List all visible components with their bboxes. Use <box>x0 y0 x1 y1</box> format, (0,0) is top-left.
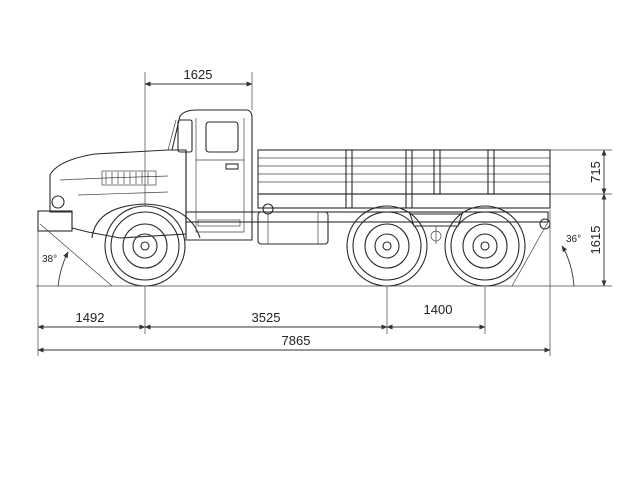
cab-door <box>195 118 245 233</box>
dim-overall-length: 7865 <box>37 333 551 353</box>
dim-cab-length: 1625 <box>144 67 253 206</box>
label-front-overhang: 1492 <box>76 310 105 325</box>
label-platform-height: 1615 <box>588 226 603 255</box>
fuel-tank <box>257 211 329 245</box>
label-rear-axle-spacing: 1400 <box>424 302 453 317</box>
front-bumper <box>37 210 73 232</box>
dim-wheelbase: 3525 <box>144 310 388 330</box>
approach-angle: 38° <box>39 223 113 287</box>
cab-window-front <box>177 119 193 153</box>
rear-wheel-2 <box>444 205 526 287</box>
front-wheel <box>104 205 186 287</box>
front-fender <box>91 203 201 239</box>
door-handle <box>225 163 239 170</box>
chassis-frame <box>185 211 549 223</box>
cargo-platform <box>257 149 551 209</box>
cab-window-side <box>205 121 239 153</box>
label-overall-length: 7865 <box>282 333 311 348</box>
label-cab-length: 1625 <box>184 67 213 82</box>
dim-side-height: 715 <box>588 149 607 195</box>
dim-rear-axle-spacing: 1400 <box>386 302 486 330</box>
label-departure-angle: 36° <box>566 234 581 245</box>
dim-platform-height: 1615 <box>588 193 607 287</box>
label-side-height: 715 <box>588 161 603 183</box>
dim-front-overhang: 1492 <box>37 310 146 330</box>
grille <box>101 170 157 186</box>
headlight <box>51 195 65 209</box>
rear-wheel-1 <box>346 205 428 287</box>
label-wheelbase: 3525 <box>252 310 281 325</box>
truck-side-view <box>36 109 560 287</box>
departure-angle: 36° <box>511 221 581 287</box>
label-approach-angle: 38° <box>42 254 57 265</box>
cab <box>171 109 253 241</box>
